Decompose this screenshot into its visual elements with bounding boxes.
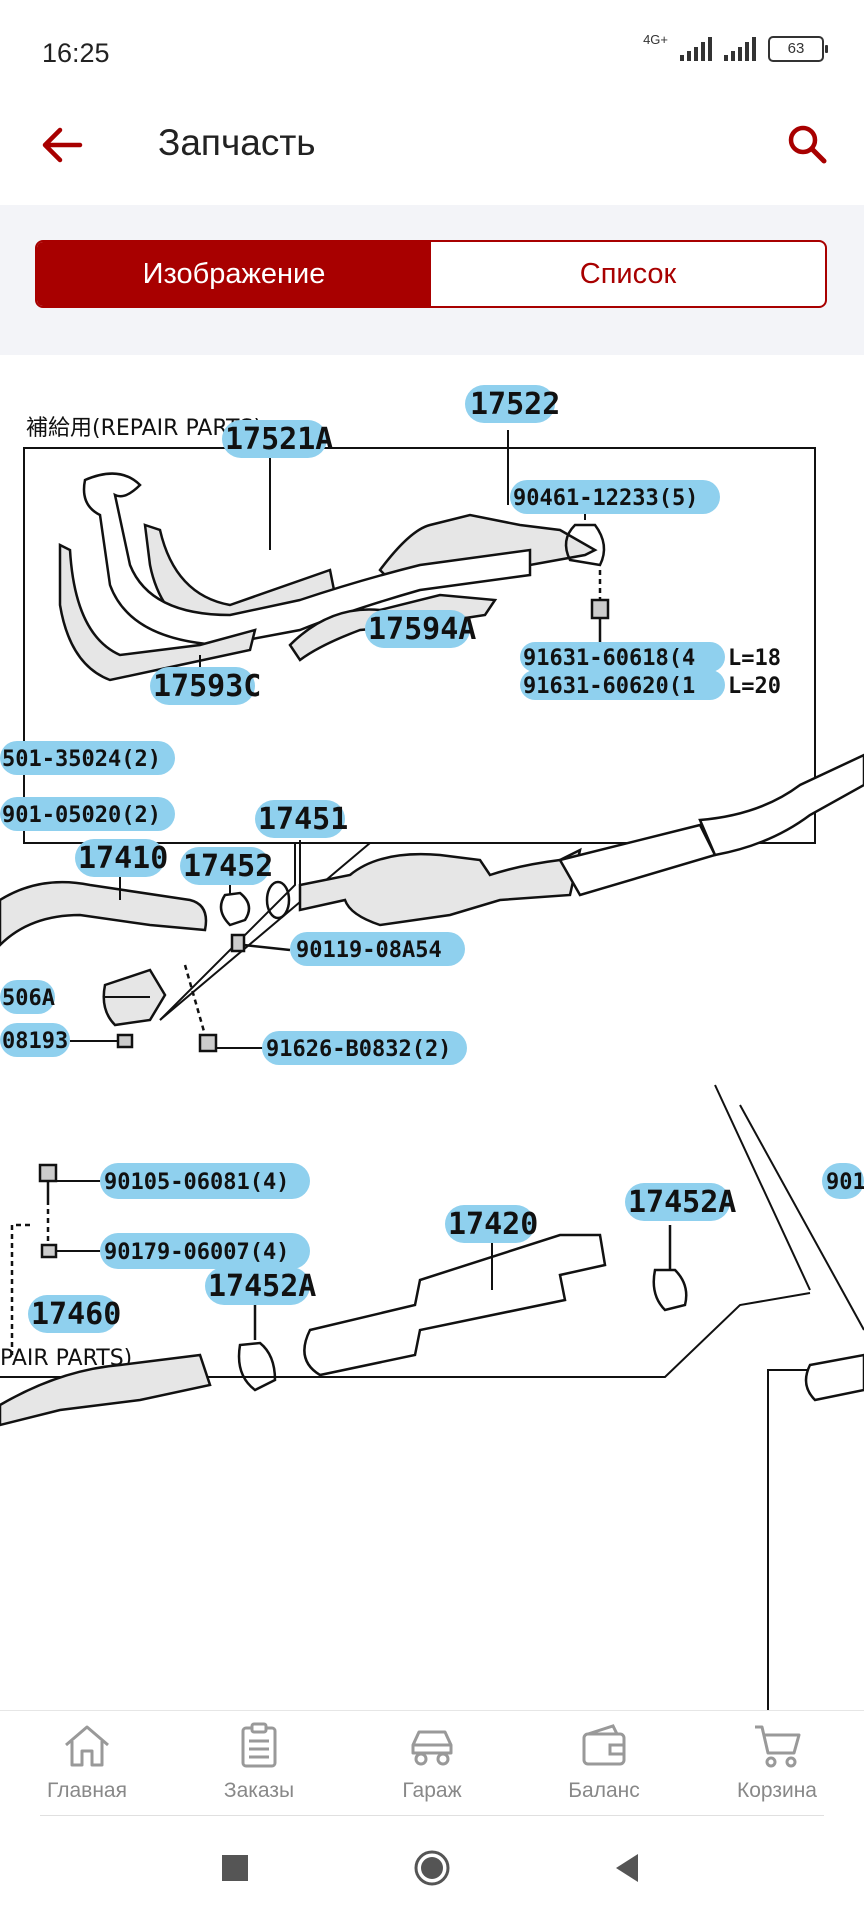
clamp-17452-shape xyxy=(219,880,291,953)
search-button[interactable] xyxy=(780,118,834,172)
part-17452[interactable]: 17452 xyxy=(183,849,273,884)
part-08193[interactable]: 08193 xyxy=(2,1029,68,1054)
orders-icon xyxy=(241,1722,277,1768)
system-nav xyxy=(0,1818,864,1920)
wallet-icon xyxy=(582,1724,626,1766)
part-90179-06007[interactable]: 90179-06007(4) xyxy=(104,1240,289,1265)
pipe-17420-shape xyxy=(303,1233,607,1377)
part-90105-06081[interactable]: 90105-06081(4) xyxy=(104,1170,289,1195)
arrow-left-icon xyxy=(42,127,83,163)
part-17593C-shape xyxy=(58,542,257,682)
pipe-right-shape xyxy=(804,1353,864,1402)
status-icons: 4G+ 63 xyxy=(643,31,828,62)
part-17452A-left[interactable]: 17452A xyxy=(208,1269,316,1304)
nav-garage-label: Гараж xyxy=(402,1779,462,1802)
nav-home[interactable]: Главная xyxy=(17,1719,157,1803)
part-91631-60618[interactable]: 91631-60618(4 xyxy=(523,646,695,671)
page-title: Запчасть xyxy=(158,122,316,163)
label-highlights xyxy=(0,385,864,1333)
pipe-17460-shape xyxy=(0,1353,212,1427)
nav-balance-label: Баланс xyxy=(568,1779,640,1802)
nav-garage[interactable]: Гараж xyxy=(362,1719,502,1803)
part-17521A[interactable]: 17521A xyxy=(225,422,333,457)
nav-orders[interactable]: Заказы xyxy=(189,1719,329,1803)
status-bar: 16:25 4G+ 63 xyxy=(0,0,864,100)
part-17460[interactable]: 17460 xyxy=(31,1297,121,1332)
bottom-nav: Главная Заказы Гараж Баланс К xyxy=(0,1710,864,1819)
nav-home-label: Главная xyxy=(47,1779,127,1802)
back-system-button[interactable] xyxy=(608,1848,648,1888)
clamp-17452A-right-shape xyxy=(652,1225,688,1312)
exhaust-diagram: 補給用(REPAIR PARTS) PAIR PARTS) xyxy=(0,385,864,1710)
recent-apps-button[interactable] xyxy=(215,1848,255,1888)
bolt-90105-shape xyxy=(10,1163,58,1355)
part-90461-12233[interactable]: 90461-12233(5) xyxy=(513,486,698,511)
battery-level: 63 xyxy=(787,40,805,57)
part-90119-08A54[interactable]: 90119-08A54 xyxy=(296,938,442,963)
part-506A[interactable]: 506A xyxy=(2,986,55,1011)
home-icon xyxy=(65,1725,109,1767)
nav-cart-label: Корзина xyxy=(737,1779,817,1802)
pipe-17410-shape xyxy=(0,880,208,947)
search-icon xyxy=(788,125,827,164)
car-icon xyxy=(411,1730,453,1766)
part-17521A-shape xyxy=(143,523,337,637)
nav-cart[interactable]: Корзина xyxy=(707,1719,847,1803)
part-17593C[interactable]: 17593C xyxy=(153,669,261,704)
signal-icon xyxy=(680,37,712,61)
part-17522[interactable]: 17522 xyxy=(470,387,560,422)
circle-icon xyxy=(414,1850,450,1886)
view-switcher-area: Изображение Список xyxy=(0,205,864,355)
triangle-back-icon xyxy=(616,1854,638,1882)
part-91631-60620[interactable]: 91631-60620(1 xyxy=(523,674,695,699)
home-system-button[interactable] xyxy=(412,1848,452,1888)
parts-diagram[interactable]: 補給用(REPAIR PARTS) PAIR PARTS) xyxy=(0,355,864,1710)
signal-icon-2 xyxy=(724,37,756,61)
part-901-right[interactable]: 901 xyxy=(826,1170,864,1195)
back-button[interactable] xyxy=(36,118,90,172)
view-switcher: Изображение Список xyxy=(35,240,827,308)
tab-list[interactable]: Список xyxy=(579,257,677,290)
tab-image[interactable]: Изображение xyxy=(37,242,431,306)
catalytic-converter-shape xyxy=(298,753,864,927)
battery-icon: 63 xyxy=(768,36,828,62)
part-17420[interactable]: 17420 xyxy=(448,1207,538,1242)
clamp-90461-shape xyxy=(564,523,610,645)
part-901-05020[interactable]: 901-05020(2) xyxy=(2,803,161,828)
part-17451[interactable]: 17451 xyxy=(258,802,348,837)
app-bar: Запчасть xyxy=(0,100,864,205)
square-icon xyxy=(222,1855,248,1881)
pipe-front-shape xyxy=(82,472,532,647)
length-20: L=20 xyxy=(728,674,781,699)
nav-orders-label: Заказы xyxy=(223,1779,295,1802)
length-18: L=18 xyxy=(728,646,781,671)
part-17410[interactable]: 17410 xyxy=(78,841,168,876)
bracket-506A-shape xyxy=(102,964,218,1053)
part-17452A-right[interactable]: 17452A xyxy=(628,1185,736,1220)
nav-balance[interactable]: Баланс xyxy=(534,1719,674,1803)
part-91626-B0832[interactable]: 91626-B0832(2) xyxy=(266,1037,451,1062)
nav-divider xyxy=(40,1815,824,1816)
part-501-35024[interactable]: 501-35024(2) xyxy=(2,747,161,772)
network-type: 4G+ xyxy=(643,31,668,47)
part-17594A[interactable]: 17594A xyxy=(368,612,476,647)
status-time: 16:25 xyxy=(42,38,110,68)
cart-icon xyxy=(755,1725,801,1768)
